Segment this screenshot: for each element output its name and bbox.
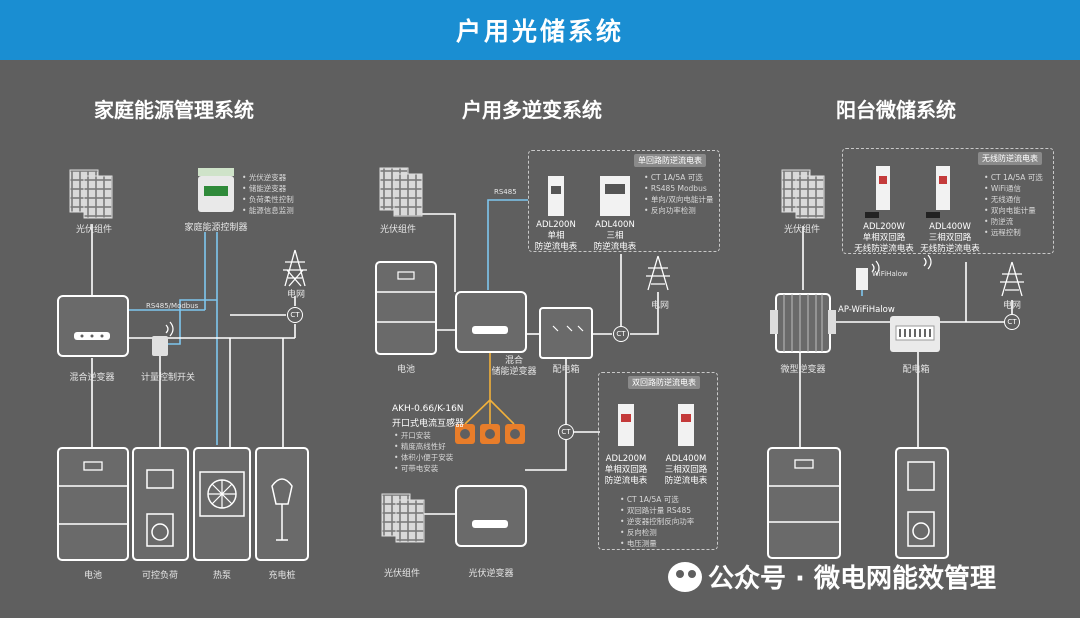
left-controller-label: 家庭能源控制器 — [184, 223, 248, 233]
section-title-right: 阳台微储系统 — [836, 98, 956, 122]
left-grid-tower — [283, 249, 307, 287]
sensor-specs: 开口安装 精度高线性好 体积小便于安装 可带电安装 — [394, 430, 454, 474]
section-title-left: 家庭能源管理系统 — [94, 98, 254, 122]
right-distbox-label: 配电箱 — [902, 365, 930, 375]
left-controller-specs: 光伏逆变器 储能逆变器 负荷柔性控制 能源信息监测 — [242, 172, 294, 216]
middle-ct-sensor-2: CT — [558, 424, 574, 440]
middle-pv-inverter — [455, 485, 527, 547]
middle-pv-bottom-label: 光伏组件 — [383, 569, 421, 579]
left-link-label: RS485/Modbus — [146, 302, 199, 310]
watermark-text: 公众号 · 微电网能效管理 — [708, 564, 996, 594]
dual-loop-meter-box — [598, 372, 718, 550]
wireless-meter-tag: 无线防逆流电表 — [978, 152, 1042, 165]
right-wireless-meters — [865, 166, 950, 218]
right-distribution-box — [890, 316, 940, 352]
middle-pv-top — [379, 167, 423, 217]
right-grid-tower — [1000, 261, 1024, 297]
middle-inverter-label: 混合储能逆变器 — [491, 356, 537, 377]
left-switch-label: 计量控制开关 — [140, 373, 196, 383]
middle-comm-lines — [487, 199, 528, 290]
left-grid-label: 电网 — [286, 290, 306, 300]
right-wifi-module — [856, 254, 932, 290]
middle-link-label: RS485 — [494, 188, 517, 196]
title-banner: 户用光储系统 — [0, 0, 1080, 60]
middle-meters-top — [548, 176, 630, 216]
wireless-meter-specs: CT 1A/5A 可选 WiFi通信 无线通信 双向电能计量 防逆流 远程控制 — [984, 172, 1043, 238]
wechat-icon — [668, 561, 702, 592]
right-pv-panels — [781, 169, 825, 219]
left-hybrid-inverter — [57, 295, 129, 357]
wifi-small-label: WiFiHalow — [872, 270, 908, 278]
left-battery-label: 电池 — [83, 571, 103, 581]
right-pv-label: 光伏组件 — [783, 225, 821, 235]
home-energy-controller-device — [198, 168, 234, 212]
left-pv-panels — [69, 169, 113, 219]
sensor-model: AKH-0.66/K-16N — [392, 404, 464, 414]
right-appliance — [895, 447, 949, 559]
left-pv-label: 光伏组件 — [75, 225, 113, 235]
right-ct-sensor: CT — [1004, 314, 1020, 330]
left-charger-label: 充电桩 — [268, 571, 296, 581]
right-power-lines — [799, 226, 1013, 448]
left-metering-switch — [152, 321, 174, 356]
middle-ct-sensor-1: CT — [613, 326, 629, 342]
watermark: 公众号 · 微电网能效管理 — [668, 558, 996, 595]
middle-pv-inverter-label: 光伏逆变器 — [468, 569, 514, 579]
middle-pv-top-label: 光伏组件 — [379, 225, 417, 235]
middle-pv-bottom — [381, 493, 425, 543]
middle-sensor-wires — [464, 352, 515, 425]
middle-meters-bottom — [618, 404, 694, 446]
left-bottom-devices — [57, 447, 309, 561]
single-loop-meter-tag: 单回路防逆流电表 — [634, 154, 706, 167]
middle-grid-tower — [646, 255, 670, 291]
dual-loop-meter-specs: CT 1A/5A 可选 双回路计量 RS485 逆变器控制反向功率 反向检测 电… — [620, 494, 695, 549]
middle-grid-label: 电网 — [650, 301, 670, 311]
single-loop-meter-box — [528, 150, 720, 252]
right-micro-inverter-label: 微型逆变器 — [780, 365, 826, 375]
left-inverter-label: 混合逆变器 — [69, 373, 115, 383]
dual-loop-meter-tag: 双回路防逆流电表 — [628, 376, 700, 389]
middle-distribution-box — [539, 307, 593, 359]
sensor-desc: 开口式电流互感器 — [392, 419, 465, 429]
right-micro-inverter — [770, 293, 836, 353]
middle-battery-label: 电池 — [396, 365, 416, 375]
ap-wifi-label: AP-WiFiHalow — [838, 305, 895, 315]
single-loop-meter-specs: CT 1A/5A 可选 RS485 Modbus 单向/双向电能计量 反向功率检… — [644, 172, 714, 216]
section-title-middle: 户用多逆变系统 — [462, 98, 602, 122]
left-load-label: 可控负荷 — [141, 571, 179, 581]
right-battery — [767, 447, 841, 559]
left-ct-sensor: CT — [287, 307, 303, 323]
right-grid-label: 电网 — [1002, 301, 1022, 311]
middle-battery — [375, 261, 437, 355]
middle-storage-inverter — [455, 291, 527, 353]
page-title: 户用光储系统 — [455, 17, 624, 46]
middle-distbox-label: 配电箱 — [552, 365, 580, 375]
wireless-meter-box — [842, 148, 1054, 254]
middle-current-sensors — [455, 424, 525, 444]
left-heatpump-label: 热泵 — [212, 571, 232, 581]
